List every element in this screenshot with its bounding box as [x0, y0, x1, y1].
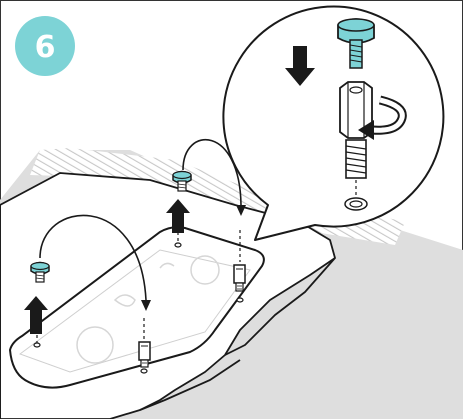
plate-hole-bottom	[141, 369, 147, 373]
standoff-bottom	[139, 342, 150, 367]
plate-hole-left	[34, 343, 40, 347]
step-number: 6	[35, 30, 56, 65]
plate-hole-right	[237, 298, 243, 302]
step-badge: 6	[15, 16, 75, 76]
standoff-right	[234, 265, 245, 291]
plate-hole-top	[175, 243, 181, 247]
